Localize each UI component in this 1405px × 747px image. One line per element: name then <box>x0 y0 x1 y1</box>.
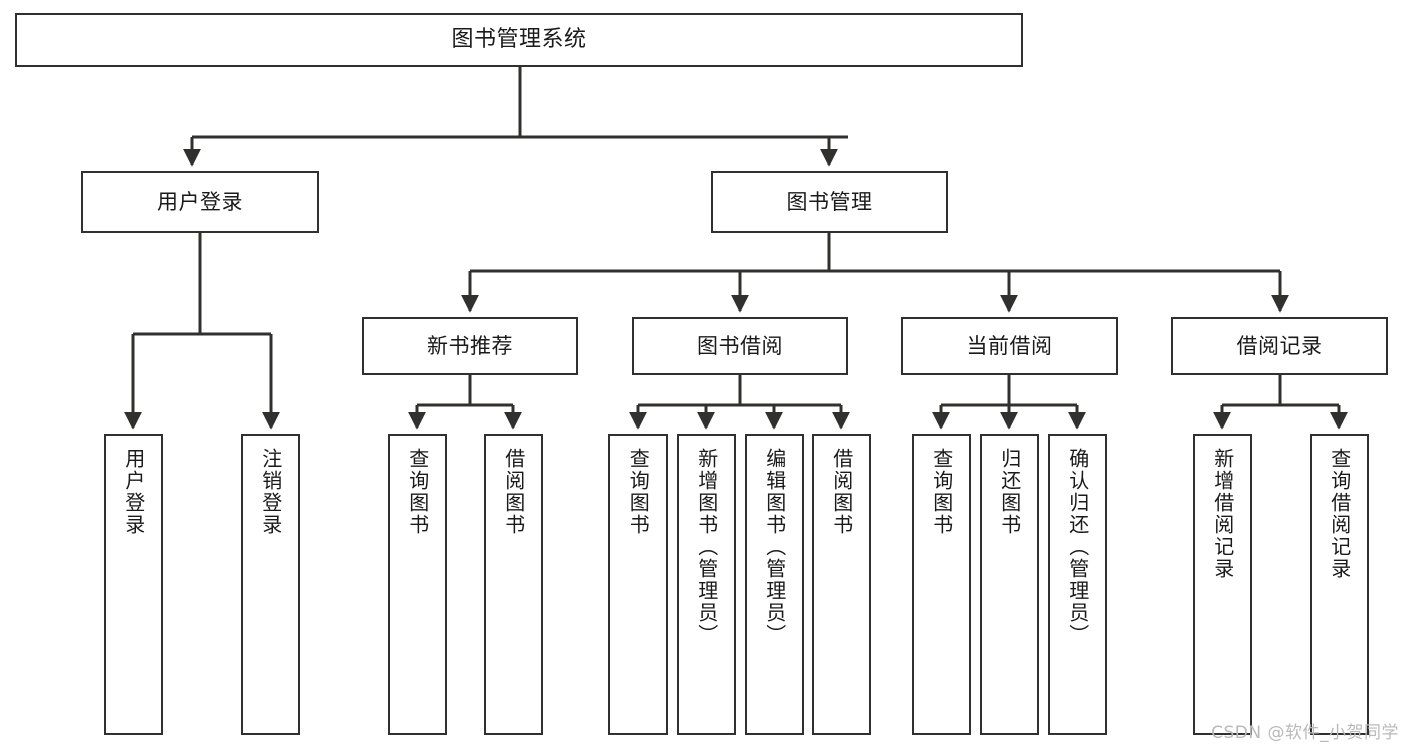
node-leaf-confirm-return[interactable]: 确认归还（管理员） <box>1048 434 1107 735</box>
node-leaf-borrow-book-2[interactable]: 借阅图书 <box>812 434 871 735</box>
node-borrow-record-label: 借阅记录 <box>1236 333 1323 358</box>
node-leaf-query-book-1[interactable]: 查询图书 <box>388 434 447 735</box>
node-leaf-return-book[interactable]: 归还图书 <box>980 434 1039 735</box>
node-leaf-borrow-book-2-label: 借阅图书 <box>829 448 854 536</box>
node-leaf-confirm-return-label: 确认归还（管理员） <box>1065 448 1090 646</box>
node-leaf-query-book-3[interactable]: 查询图书 <box>912 434 971 735</box>
node-leaf-query-book-3-label: 查询图书 <box>929 448 954 536</box>
node-leaf-borrow-book-1-label: 借阅图书 <box>501 448 526 536</box>
node-book-borrow-label: 图书借阅 <box>697 333 783 358</box>
node-root-label: 图书管理系统 <box>451 27 587 53</box>
node-root[interactable]: 图书管理系统 <box>15 13 1023 67</box>
node-leaf-query-book-1-label: 查询图书 <box>405 448 430 536</box>
node-leaf-user-logout-label: 注销登录 <box>258 448 283 536</box>
node-leaf-query-record[interactable]: 查询借阅记录 <box>1310 434 1369 735</box>
node-leaf-user-logout[interactable]: 注销登录 <box>241 434 300 735</box>
node-leaf-borrow-book-1[interactable]: 借阅图书 <box>484 434 543 735</box>
node-leaf-query-record-label: 查询借阅记录 <box>1327 448 1352 580</box>
node-current-borrow[interactable]: 当前借阅 <box>901 317 1118 375</box>
node-borrow-record[interactable]: 借阅记录 <box>1171 317 1388 375</box>
node-leaf-add-book[interactable]: 新增图书（管理员） <box>677 434 736 735</box>
csdn-watermark: CSDN @软件_小贺同学 <box>1211 723 1399 743</box>
node-book-borrow[interactable]: 图书借阅 <box>632 317 848 375</box>
node-new-book-rec[interactable]: 新书推荐 <box>362 317 578 375</box>
node-leaf-user-login-label: 用户登录 <box>121 448 146 536</box>
node-book-manage[interactable]: 图书管理 <box>711 171 948 233</box>
node-leaf-return-book-label: 归还图书 <box>997 448 1022 536</box>
node-leaf-query-book-2[interactable]: 查询图书 <box>608 434 668 735</box>
node-leaf-edit-book-label: 编辑图书（管理员） <box>762 448 787 646</box>
node-user-login[interactable]: 用户登录 <box>81 171 319 233</box>
node-leaf-query-book-2-label: 查询图书 <box>626 448 651 536</box>
node-leaf-add-record[interactable]: 新增借阅记录 <box>1193 434 1252 735</box>
node-user-login-label: 用户登录 <box>157 189 243 214</box>
node-new-book-rec-label: 新书推荐 <box>427 333 513 358</box>
node-leaf-add-book-label: 新增图书（管理员） <box>694 448 719 646</box>
node-book-manage-label: 图书管理 <box>786 189 873 214</box>
node-current-borrow-label: 当前借阅 <box>966 333 1053 358</box>
node-leaf-add-record-label: 新增借阅记录 <box>1210 448 1235 580</box>
node-leaf-user-login[interactable]: 用户登录 <box>104 434 163 735</box>
node-leaf-edit-book[interactable]: 编辑图书（管理员） <box>745 434 804 735</box>
